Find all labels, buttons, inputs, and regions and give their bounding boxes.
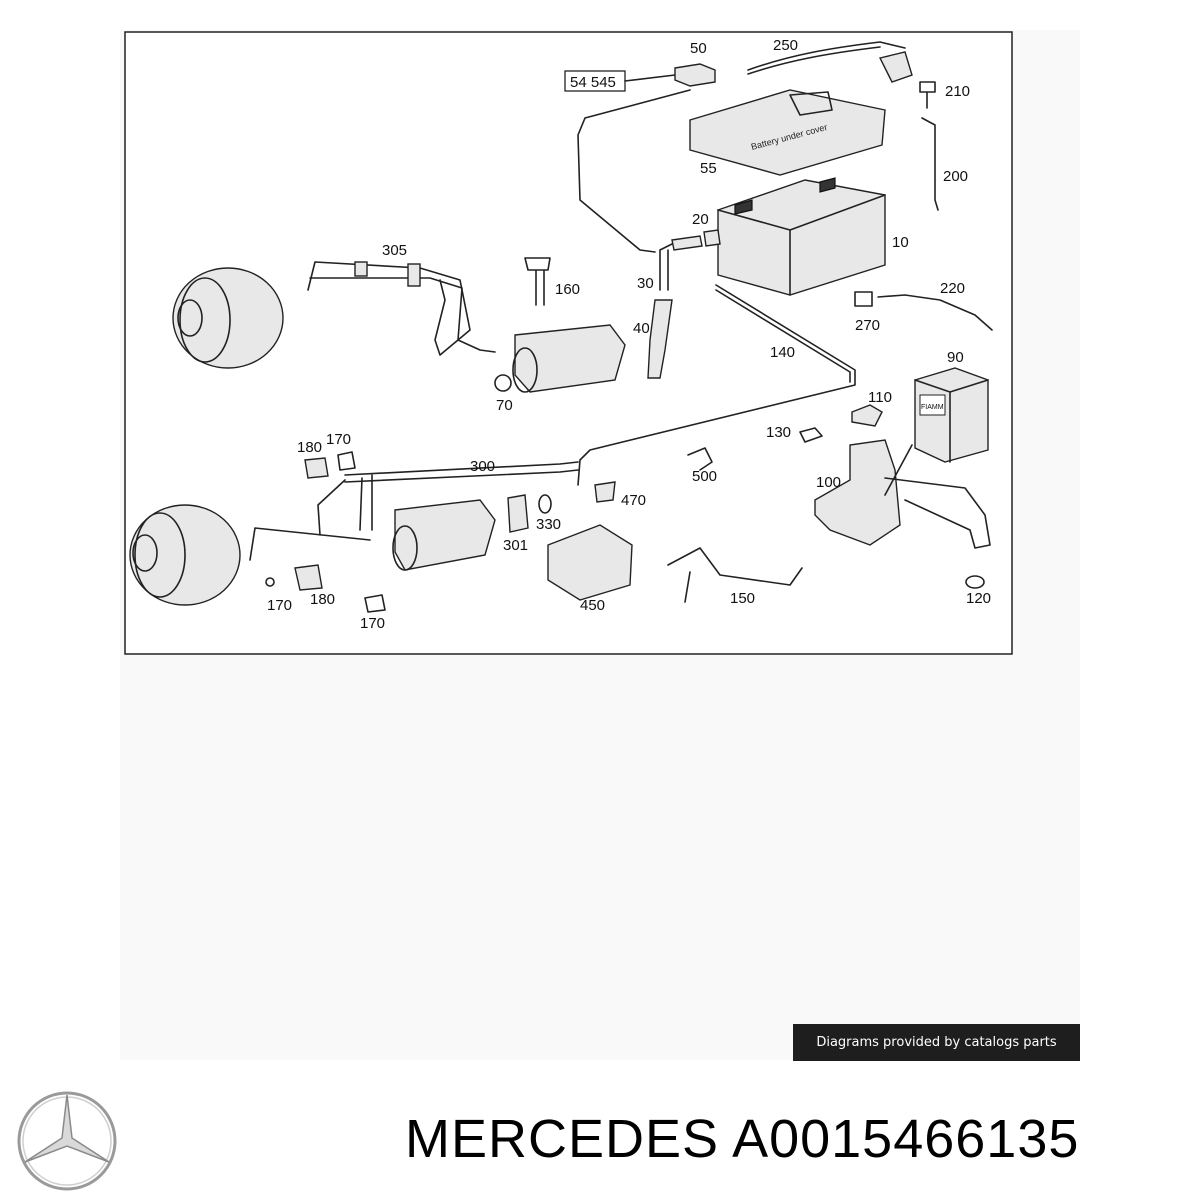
part-label-110: 110 <box>868 389 892 406</box>
part-label-100: 100 <box>816 474 841 491</box>
cable-clip <box>407 263 421 287</box>
part-label-470: 470 <box>621 492 646 509</box>
part-label-270: 270 <box>855 317 880 334</box>
nut-170-lower <box>364 594 386 613</box>
starter-motor-bottom <box>394 499 496 571</box>
part-label-200: 200 <box>943 168 968 185</box>
bracket-100 <box>814 439 901 546</box>
nut-130 <box>799 427 823 443</box>
grommet-470 <box>594 481 616 503</box>
bolt-210 <box>919 81 936 109</box>
starter-bottom-end <box>392 525 418 571</box>
alternator-top-pulley <box>177 299 203 337</box>
ref-number-label: 54 545 <box>570 74 616 91</box>
aux-battery-label-box <box>919 394 946 416</box>
part-label-130: 130 <box>766 424 791 441</box>
bracket-arm-100 <box>884 477 991 549</box>
part-label-160: 160 <box>555 281 580 298</box>
part-label-140: 140 <box>770 344 795 361</box>
washer-330 <box>538 494 552 514</box>
aux-battery-90 <box>914 367 989 463</box>
vent-plug-20 <box>703 229 721 247</box>
battery-cover-55 <box>689 89 886 176</box>
part-label-170-top: 170 <box>326 431 351 448</box>
part-label-500: 500 <box>692 468 717 485</box>
cap-180-lower <box>294 564 323 591</box>
cap-180 <box>304 457 329 479</box>
cable-300 <box>344 461 579 483</box>
cable-305 <box>307 261 471 356</box>
part-label-170-bottom: 170 <box>360 615 385 632</box>
part-label-220: 220 <box>940 280 965 297</box>
part-label-450: 450 <box>580 597 605 614</box>
arrow-line <box>884 444 913 496</box>
part-label-90: 90 <box>947 349 964 366</box>
alternator-top-face <box>179 277 231 363</box>
cover-450 <box>547 524 633 601</box>
part-label-305: 305 <box>382 242 407 259</box>
nut-170 <box>337 451 356 471</box>
mercedes-star-logo <box>17 1091 117 1191</box>
part-label-330: 330 <box>536 516 561 533</box>
aux-battery-edges <box>914 379 989 463</box>
part-label-210: 210 <box>945 83 970 100</box>
nut-70 <box>494 374 512 392</box>
clip-500 <box>687 447 713 471</box>
cable-clip <box>354 261 368 277</box>
part-label-20: 20 <box>692 211 709 228</box>
ground-strap-220 <box>877 294 993 331</box>
cable-250-edge <box>747 46 881 75</box>
part-label-301: 301 <box>503 537 528 554</box>
part-label-180-top: 180 <box>297 439 322 456</box>
battery-terminals <box>734 177 836 215</box>
grommet-120 <box>965 575 985 589</box>
part-label-40: 40 <box>633 320 650 337</box>
terminal-clip-50 <box>674 63 716 87</box>
part-label-170-left: 170 <box>267 597 292 614</box>
bolt-160 <box>524 257 551 306</box>
clamp-301 <box>507 494 529 533</box>
alternator-bottom-face <box>134 512 186 598</box>
part-label-300: 300 <box>470 458 495 475</box>
hose-30 <box>659 243 673 291</box>
bolt-270 <box>854 291 873 307</box>
hose-40 <box>647 299 673 379</box>
starter-motor-top <box>514 324 626 393</box>
part-label-70: 70 <box>496 397 513 414</box>
aux-battery-brand: FIAMM <box>921 404 944 411</box>
battery-cable-upper <box>577 89 691 253</box>
part-label-120: 120 <box>966 590 991 607</box>
relay-110 <box>851 404 883 427</box>
brand-title: MERCEDES A0015466135 <box>405 1109 1080 1169</box>
part-label-150: 150 <box>730 590 755 607</box>
battery-edges <box>717 194 886 296</box>
credit-badge: Diagrams provided by catalogs parts <box>793 1024 1080 1061</box>
leader-line <box>624 74 676 82</box>
part-label-55: 55 <box>700 160 717 177</box>
vent-tube-20 <box>671 235 703 251</box>
alternator-bottom-pulley <box>132 534 158 572</box>
battery-10 <box>717 179 886 296</box>
part-label-50: 50 <box>690 40 707 57</box>
part-label-180-bottom: 180 <box>310 591 335 608</box>
strap-150 <box>667 547 803 603</box>
fuse-box-250 <box>878 51 913 83</box>
cable-300-loop <box>317 474 373 536</box>
washer-170 <box>265 577 275 587</box>
part-label-30: 30 <box>637 275 654 292</box>
alternator-top <box>172 267 284 369</box>
cover-hatch <box>789 91 833 116</box>
part-label-10: 10 <box>892 234 909 251</box>
part-label-250: 250 <box>773 37 798 54</box>
ground-cable-200 <box>921 117 939 211</box>
starter-top-end <box>512 347 538 393</box>
cable-250 <box>747 41 906 71</box>
battery-cable-140 <box>577 284 856 486</box>
battery-cable-140-edge <box>715 289 851 383</box>
cable-300-end <box>249 527 371 561</box>
